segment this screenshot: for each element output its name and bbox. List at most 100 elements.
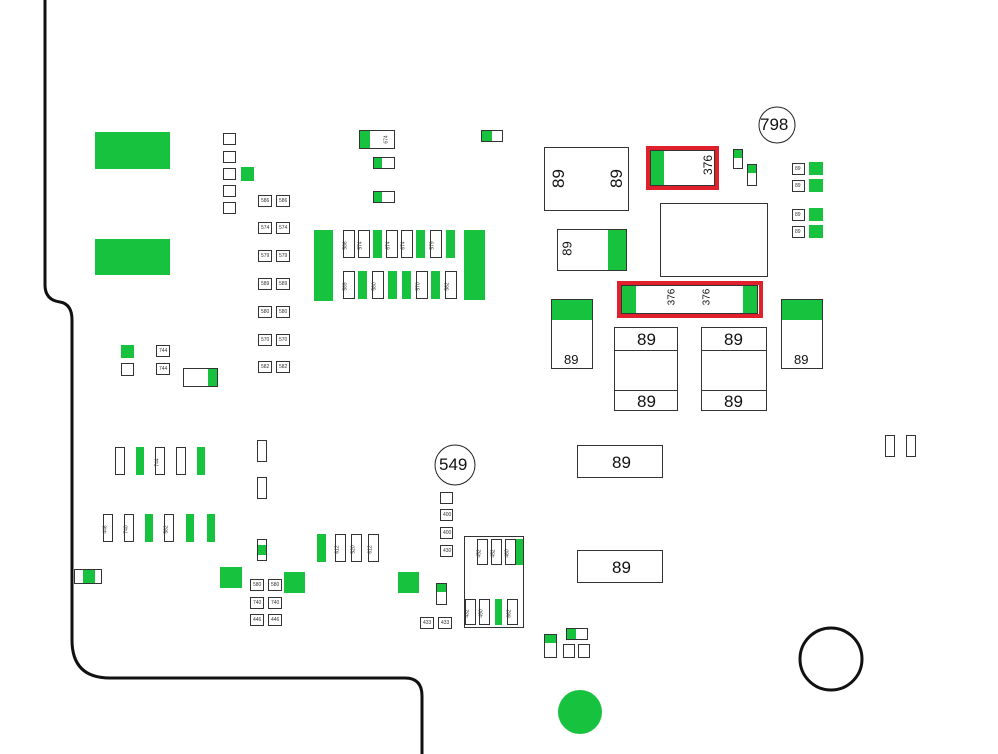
chip-520: 520 xyxy=(351,534,362,562)
cap-89-pair-2: 89 89 xyxy=(701,327,767,411)
chip-586-l: 586 xyxy=(258,195,272,207)
chip-l1 xyxy=(223,133,236,145)
pad-mv1 xyxy=(317,534,326,562)
chip-mv3 xyxy=(257,539,267,561)
chip-tiny-r2 xyxy=(747,164,757,186)
pad-r6 xyxy=(402,271,411,299)
chip-582-v: 582 xyxy=(164,514,174,542)
chip-l5 xyxy=(223,202,236,214)
chip-446-v: 446 xyxy=(103,514,113,542)
inductor-89-b: 89 xyxy=(557,229,627,271)
chip-744-v: 744 xyxy=(155,447,165,475)
chip-lo6 xyxy=(74,569,102,584)
chip-mv1 xyxy=(257,440,267,462)
chip-lm2 xyxy=(121,363,134,376)
chip-tiny-r3 xyxy=(885,435,895,457)
chip-400-a: 400 xyxy=(440,509,453,521)
large-pad-2 xyxy=(95,239,170,275)
chip-612-b: 612 xyxy=(368,534,379,562)
chip-lo1 xyxy=(115,447,125,475)
pad-bar-right xyxy=(464,230,485,300)
chip-mv2 xyxy=(257,477,267,499)
pad-s3 xyxy=(809,208,823,221)
pad-lo2 xyxy=(197,447,205,475)
chip-446-b1: 446 xyxy=(250,614,264,626)
chip-580-b2: 580 xyxy=(268,579,282,591)
cap-89-mid-1: 89 xyxy=(577,445,663,478)
chip-89-s4: 89 xyxy=(792,226,805,238)
chip-l3 xyxy=(223,168,236,180)
chip-674-c: 674 xyxy=(401,230,413,258)
chip-lm3 xyxy=(183,368,218,387)
chip-l2 xyxy=(223,151,236,163)
marker-label-798: 798 xyxy=(760,115,789,134)
chip-top-c xyxy=(481,130,503,142)
cap-89-pair-1: 89 89 xyxy=(614,327,678,411)
ic-chip xyxy=(660,203,768,277)
marker-circle-549 xyxy=(434,444,476,486)
chip-l4 xyxy=(223,185,236,197)
chip-cb2 xyxy=(566,628,588,640)
chip-674-b: 674 xyxy=(386,230,398,258)
chip-lo2 xyxy=(176,447,186,475)
chip-582-l: 582 xyxy=(258,361,272,373)
chip-740-v: 740 xyxy=(124,514,134,542)
chip-446-b2: 446 xyxy=(268,614,282,626)
chip-579-l: 579 xyxy=(258,250,272,262)
chip-cv1 xyxy=(436,583,447,605)
chip-433-b: 433 xyxy=(438,617,452,629)
chip-580-l: 580 xyxy=(258,306,272,318)
large-pad-1 xyxy=(95,132,170,169)
chip-740-b2: 740 xyxy=(268,597,282,609)
chip-574-r: 574 xyxy=(276,222,290,234)
pad-r3 xyxy=(446,230,455,258)
cap-89-right: 89 xyxy=(781,299,823,369)
pad-s2 xyxy=(809,179,823,192)
pad-bar-left xyxy=(314,230,333,301)
pad-lm1 xyxy=(121,345,134,358)
resistor-376-a: 376 xyxy=(650,150,715,186)
chip-400-b: 400 xyxy=(440,527,453,539)
mounting-hole xyxy=(798,626,864,692)
chip-560 xyxy=(440,492,453,504)
chip-586: 586 xyxy=(343,230,355,258)
pad-lo3 xyxy=(145,514,153,542)
chip-744-a: 744 xyxy=(156,345,170,357)
chip-633-b xyxy=(373,191,395,203)
chip-586-r: 586 xyxy=(276,195,290,207)
chip-580-b1: 580 xyxy=(250,579,264,591)
pad-r1 xyxy=(373,230,382,258)
cap-89-mid-2: 89 xyxy=(577,550,663,583)
pad-r4 xyxy=(358,271,367,299)
chip-430: 430 xyxy=(440,545,453,557)
chip-740-b1: 740 xyxy=(250,597,264,609)
chip-582: 582 xyxy=(445,271,457,299)
chip-579: 579 xyxy=(430,230,442,258)
chip-574-l: 574 xyxy=(258,222,272,234)
pad-sq2 xyxy=(284,572,305,593)
chip-582-r: 582 xyxy=(276,361,290,373)
pad-sq3 xyxy=(398,572,419,593)
chip-580: 580 xyxy=(372,271,384,299)
pad-sq1 xyxy=(220,567,242,588)
chip-433-a: 433 xyxy=(420,617,434,629)
chip-612-a: 612 xyxy=(335,534,346,562)
chip-89-s3: 89 xyxy=(792,209,805,221)
pad-s1 xyxy=(809,162,823,175)
chip-589-r: 589 xyxy=(276,278,290,290)
pad-s4 xyxy=(809,225,823,238)
chip-579-r: 579 xyxy=(276,250,290,262)
chip-570: 570 xyxy=(416,271,428,299)
chip-633-a xyxy=(373,157,395,169)
pad-l3 xyxy=(241,167,254,181)
pad-r2 xyxy=(416,230,425,258)
pad-r5 xyxy=(388,271,397,299)
pad-lo1 xyxy=(136,447,144,475)
chip-574: 574 xyxy=(358,230,370,258)
pad-r7 xyxy=(431,271,440,299)
chip-580-r: 580 xyxy=(276,306,290,318)
chip-tiny-r4 xyxy=(906,435,916,457)
chip-744-b: 744 xyxy=(156,363,170,375)
marker-label-549: 549 xyxy=(439,455,468,474)
